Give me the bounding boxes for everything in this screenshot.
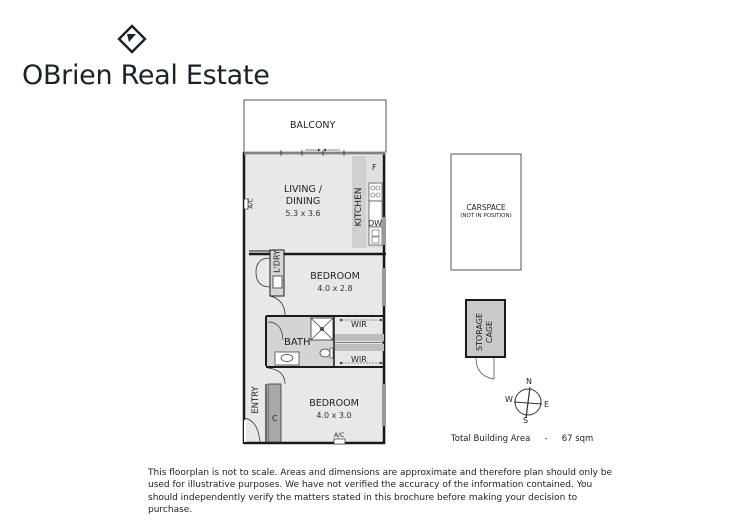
cupboard-label: C xyxy=(272,414,278,423)
bedroom1-dims: 4.0 x 2.8 xyxy=(317,284,353,293)
room-label-bedroom1: BEDROOM 4.0 x 2.8 xyxy=(300,271,370,295)
storage-label: STORAGE CAGE xyxy=(475,304,495,360)
carspace-note: (NOT IN POSITION) xyxy=(460,213,512,219)
room-label-bath: BATH xyxy=(284,337,311,348)
living-title-2: DINING xyxy=(285,196,321,207)
logo xyxy=(117,24,147,54)
room-label-wir2: WIR xyxy=(351,355,367,364)
room-label-wir1: WIR xyxy=(351,320,367,329)
diamond-flag-icon xyxy=(117,24,147,54)
room-label-living: LIVING / DINING 5.3 x 3.6 xyxy=(268,184,338,220)
bedroom2-title: BEDROOM xyxy=(309,398,359,409)
total-area-label: Total Building Area xyxy=(451,434,531,444)
total-area-value: 67 sqm xyxy=(561,434,594,444)
bedroom2-dims: 4.0 x 3.0 xyxy=(316,411,352,420)
compass-south: S xyxy=(523,416,529,425)
total-area: Total Building Area - 67 sqm xyxy=(451,434,593,444)
disclaimer-text: This floorplan is not to scale. Areas an… xyxy=(148,468,613,516)
compass-north: N xyxy=(526,377,532,386)
ac-living-label: A/C xyxy=(247,198,255,209)
dishwasher-label: DW xyxy=(368,219,383,228)
room-label-bedroom2: BEDROOM 4.0 x 3.0 xyxy=(298,398,370,422)
carspace-label: CARSPACE (NOT IN POSITION) xyxy=(451,203,521,221)
brand-name: OBrien Real Estate xyxy=(22,60,270,91)
living-dims: 5.3 x 3.6 xyxy=(285,209,321,218)
ac-bedroom-label: A/C xyxy=(334,432,345,439)
room-label-laundry: L'DRY xyxy=(272,250,282,273)
total-area-sep: - xyxy=(544,434,548,444)
compass-east: E xyxy=(544,400,550,409)
room-label-entry: ENTRY xyxy=(251,386,261,414)
room-label-kitchen: KITCHEN xyxy=(354,187,364,227)
fridge-label: F xyxy=(372,163,377,172)
bedroom1-title: BEDROOM xyxy=(310,271,360,282)
storage-title-1: STORAGE xyxy=(475,312,484,352)
room-label-balcony: BALCONY xyxy=(290,120,336,131)
storage-title-2: CAGE xyxy=(485,320,494,344)
carspace-title: CARSPACE xyxy=(466,203,506,212)
compass-west: W xyxy=(505,395,513,404)
living-title-1: LIVING / xyxy=(283,184,323,195)
